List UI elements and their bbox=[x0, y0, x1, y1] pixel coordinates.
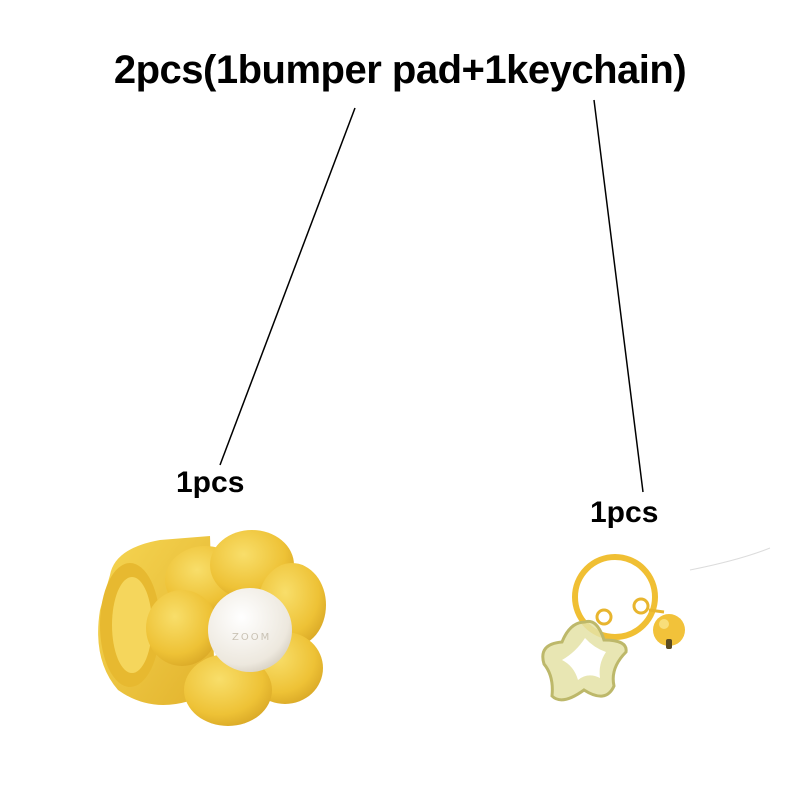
svg-text:ZOOM: ZOOM bbox=[232, 632, 271, 643]
keychain-quantity-label: 1pcs bbox=[590, 496, 659, 529]
leader-line-bumper bbox=[219, 107, 356, 466]
product-title: 2pcs(1bumper pad+1keychain) bbox=[113, 48, 687, 92]
bumper-quantity-label: 1pcs bbox=[176, 466, 245, 499]
leader-line-keychain bbox=[593, 99, 644, 493]
